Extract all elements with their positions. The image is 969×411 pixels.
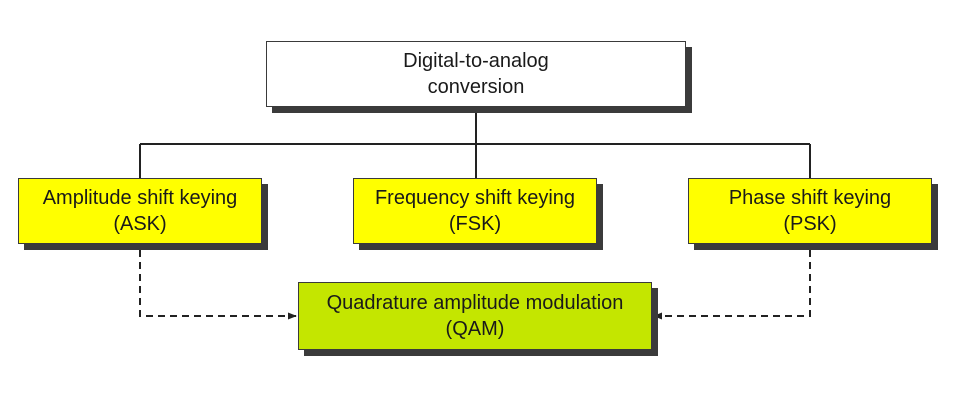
edge-psk-to-qam [653,250,811,320]
node-fsk-line2: (FSK) [448,213,502,235]
node-phase-shift-keying: Phase shift keying (PSK) [688,178,932,244]
node-amplitude-shift-keying: Amplitude shift keying (ASK) [18,178,262,244]
node-frequency-shift-keying: Frequency shift keying (FSK) [353,178,597,244]
node-qam-line1: Quadrature amplitude modulation [326,292,624,314]
node-psk-line2: (PSK) [783,213,837,235]
node-ask-line2: (ASK) [113,213,167,235]
node-root-line1: Digital-to-analog [403,50,549,72]
node-qam-line2: (QAM) [445,318,505,340]
node-fsk-line1: Frequency shift keying [374,187,576,209]
node-root-line2: conversion [427,76,525,98]
node-ask-line1: Amplitude shift keying [42,187,238,209]
node-digital-to-analog-conversion: Digital-to-analog conversion [266,41,686,107]
edge-ask-to-qam [139,250,297,320]
node-psk-line1: Phase shift keying [728,187,892,209]
node-quadrature-amplitude-modulation: Quadrature amplitude modulation (QAM) [298,282,652,350]
